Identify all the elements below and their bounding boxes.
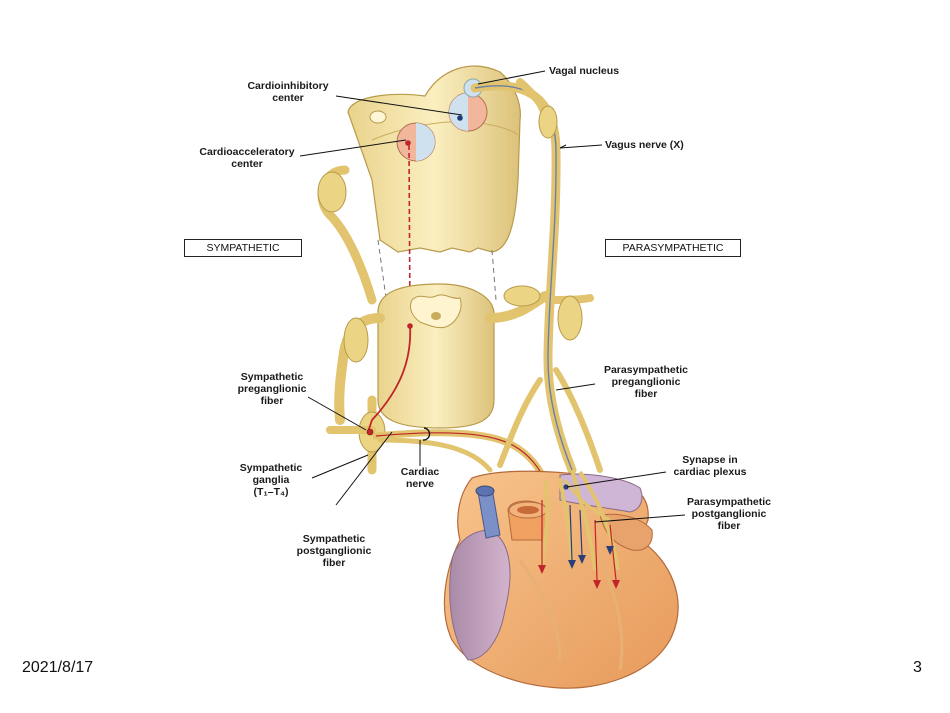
label-sympathetic-preganglionic-fiber: Sympathetic preganglionic fiber [237,371,307,407]
label-parasympathetic-postganglionic-fiber: Parasympathetic postganglionic fiber [686,496,772,532]
medulla-segment [347,65,521,253]
label-parasympathetic-preganglionic-fiber: Parasympathetic preganglionic fiber [603,364,689,400]
label-cardioinhibitory-center: Cardioinhibitory center [247,80,329,104]
cardioinhibitory-center-shape [448,92,488,132]
cardioacceleratory-center-shape [396,122,436,162]
heart-shape [443,470,679,689]
cardiac-plexus-fibers [538,469,620,589]
label-sympathetic: SYMPATHETIC [184,239,302,257]
label-cardioacceleratory-center: Cardioacceleratory center [199,146,295,170]
label-sympathetic-ganglia: Sympathetic ganglia (T₁–T₄) [239,462,303,498]
label-vagal-nucleus: Vagal nucleus [549,65,620,77]
slide-date: 2021/8/17 [22,659,93,676]
label-synapse-in-cardiac-plexus: Synapse in cardiac plexus [673,454,747,478]
leader-lines [299,70,686,523]
thoracic-cord-segment [377,283,495,429]
vagus-nerve-shape [470,78,603,475]
slide-page-number: 3 [913,659,922,676]
label-vagus-nerve: Vagus nerve (X) [605,139,684,151]
label-sympathetic-postganglionic-fiber: Sympathetic postganglionic fiber [296,533,372,569]
label-cardiac-nerve: Cardiac nerve [400,466,440,490]
label-parasympathetic: PARASYMPATHETIC [605,239,741,257]
